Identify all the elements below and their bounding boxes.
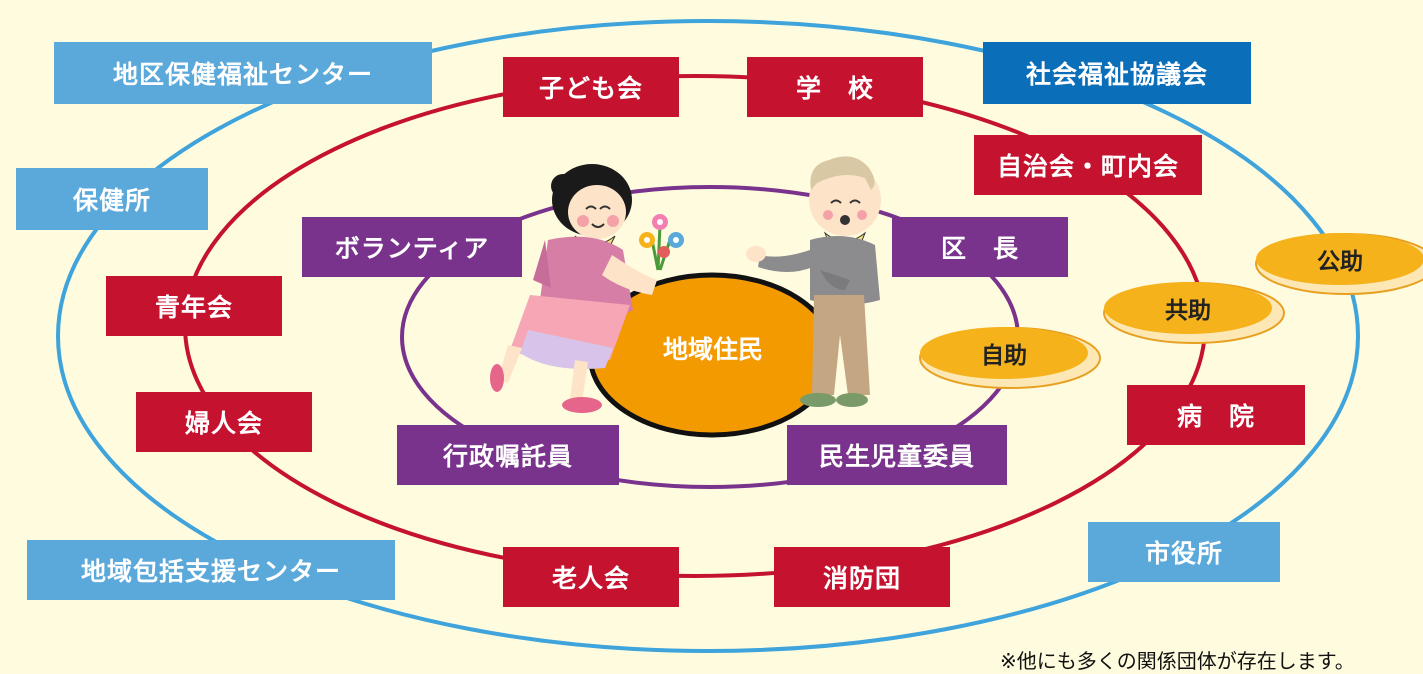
center-label-residents: 地域住民: [662, 335, 763, 364]
inner-box-kucho: 区 長: [892, 217, 1068, 277]
middle-box-kodomokai: 子ども会: [503, 57, 679, 117]
woman-figure-illustration: [490, 164, 684, 413]
middle-box-rojinkai: 老人会: [503, 547, 679, 607]
inner-box-shokutakuin: 行政嘱託員: [397, 425, 619, 485]
outer-box-chiku-center: 地区保健福祉センター: [54, 42, 432, 104]
outer-ring: [56, 19, 1360, 653]
middle-box-shobodan: 消防団: [774, 547, 950, 607]
pill-jijo-label: 自助: [981, 343, 1027, 369]
middle-box-fujinkai: 婦人会: [136, 392, 312, 452]
outer-box-hokenjo: 保健所: [16, 168, 208, 230]
pill-jijo-shape: [919, 327, 1101, 389]
pill-kojo-label: 公助: [1317, 249, 1363, 275]
middle-box-byoin: 病 院: [1127, 385, 1305, 445]
middle-box-gakko: 学 校: [747, 57, 923, 117]
outer-box-houkatsu: 地域包括支援センター: [27, 540, 395, 600]
pill-kojo-shape: [1255, 233, 1423, 295]
footnote: ※他にも多くの関係団体が存在します。: [1000, 649, 1355, 673]
man-figure-illustration: [746, 156, 881, 407]
inner-box-minsei: 民生児童委員: [787, 425, 1007, 485]
middle-box-jichikai: 自治会・町内会: [974, 135, 1202, 195]
outer-box-shakyo: 社会福祉協議会: [983, 42, 1251, 104]
pill-kyojo-label: 共助: [1165, 298, 1211, 324]
inner-box-volunteer: ボランティア: [302, 217, 522, 277]
outer-box-shiyakusho: 市役所: [1088, 522, 1280, 582]
pill-kyojo-shape: [1103, 282, 1285, 344]
middle-box-seinenkai: 青年会: [106, 276, 282, 336]
